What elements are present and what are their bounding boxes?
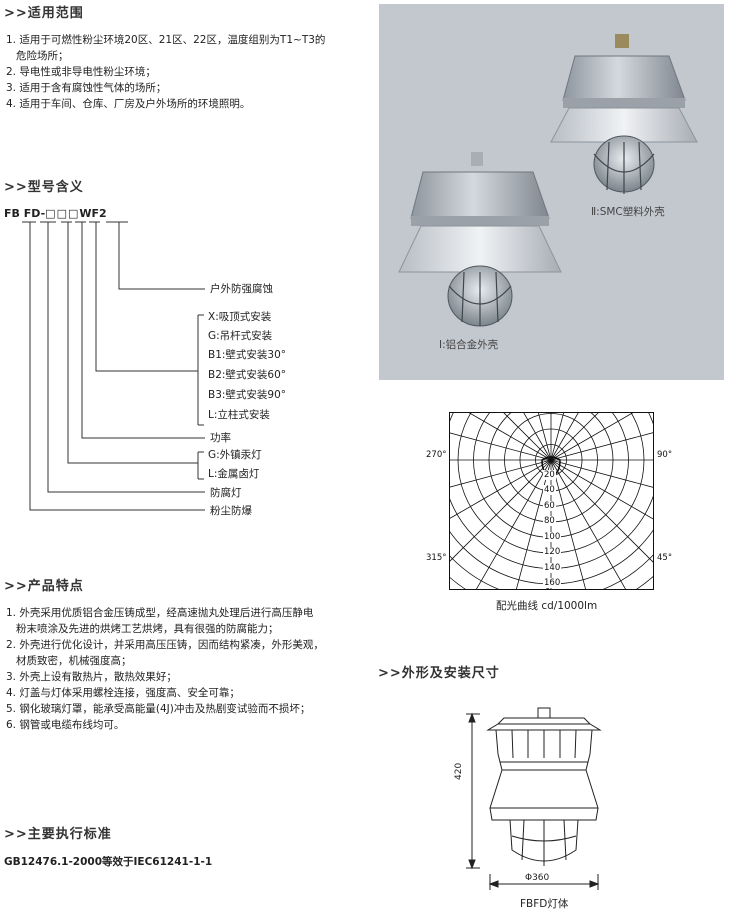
label-l: L:立柱式安装 [208, 409, 270, 421]
product-photo-panel [379, 4, 724, 380]
polar-spoke [550, 431, 654, 461]
list-item: 2. 导电性或非导电性粉尘环境； [6, 66, 156, 78]
list-item: 危险场所； [16, 50, 69, 62]
label-b3: B3:壁式安装90° [208, 389, 287, 401]
list-item: 1. 外壳采用优质铝合金压铸成型，经高速抛丸处理后进行高压静电 [6, 607, 314, 619]
polar-spoke [467, 412, 552, 461]
dimensions-caption: FBFD灯体 [520, 898, 569, 910]
polar-spoke [550, 459, 627, 590]
polar-spoke [449, 459, 552, 520]
label-anticorrosion: 防腐灯 [210, 487, 242, 499]
polar-ring-label: 100 [543, 531, 562, 542]
label-g: G:吊杆式安装 [208, 330, 273, 342]
polar-ring-label: 80 [543, 516, 556, 526]
polar-spoke [515, 459, 552, 590]
code-fd: FD- [23, 207, 46, 220]
dimension-drawing [466, 707, 602, 890]
caption-smc: Ⅱ:SMC塑料外壳 [591, 206, 665, 218]
standard-text: GB12476.1-2000等效于IEC61241-1-1 [4, 856, 213, 868]
polar-spoke [449, 459, 552, 488]
label-g-lamp: G:外镇汞灯 [208, 449, 262, 461]
lamp-aluminium [398, 152, 562, 327]
polar-ring-label: 40 [543, 485, 556, 495]
label-b1: B1:壁式安装30° [208, 349, 287, 361]
polar-caption: 配光曲线 cd/1000lm [496, 600, 598, 612]
list-item: 粉末喷涂及先进的烘烤工艺烘烤，具有很强的防腐能力； [16, 623, 279, 635]
model-code: FB FD-□□□WF2 [4, 207, 107, 220]
polar-angle-90: 90° [657, 450, 673, 460]
label-dust: 粉尘防爆 [210, 505, 252, 517]
polar-ring-label: 60 [543, 500, 556, 511]
label-l-lamp: L:金属卤灯 [208, 468, 260, 480]
polar-ring-label: 140 [543, 562, 562, 573]
polar-spoke [550, 412, 635, 461]
code-boxes: □□□ [45, 207, 80, 220]
polar-angle-270: 270° [426, 450, 447, 460]
polar-ring-label: 120 [543, 547, 562, 557]
scope-title: >>适用范围 [4, 6, 84, 21]
polar-spoke [550, 459, 654, 489]
polar-angle-315: 315° [426, 553, 447, 563]
dimensions-title: >>外形及安装尺寸 [378, 666, 500, 681]
list-item: 4. 适用于车间、仓库、厂房及户外场所的环境照明。 [6, 98, 251, 110]
model-bracket-lines [22, 221, 205, 511]
list-item: 3. 适用于含有腐蚀性气体的场所； [6, 82, 167, 94]
scope-list: 1. 适用于可燃性粉尘环境20区、21区、22区，温度组别为T1~T3的 危险场… [6, 32, 325, 112]
product-photo [398, 34, 698, 327]
polar-ring-label: 20 [543, 469, 556, 480]
list-item: 1. 适用于可燃性粉尘环境20区、21区、22区，温度组别为T1~T3的 [6, 34, 326, 46]
caption-aluminium: Ⅰ:铝合金外壳 [439, 339, 499, 351]
code-fb: FB [4, 207, 20, 220]
list-item: 6. 钢管或电缆布线均可。 [6, 719, 125, 731]
list-item: 4. 灯盖与灯体采用螺栓连接，强度高、安全可靠； [6, 687, 240, 699]
lamp-smc [550, 34, 698, 194]
list-item: 3. 外壳上设有散热片，散热效果好； [6, 671, 177, 683]
standard-title: >>主要执行标准 [4, 827, 112, 842]
polar-spoke [550, 459, 654, 520]
polar-spoke [550, 459, 654, 564]
list-item: 2. 外壳进行优化设计，并采用高压压铸，因而结构紧凑，外形美观， [6, 639, 324, 651]
list-item: 5. 钢化玻璃灯罩，能承受高能量(4J)冲击及热剧变试验而不损坏； [6, 703, 311, 715]
label-outdoor: 户外防强腐蚀 [210, 283, 273, 295]
polar-spoke [449, 459, 552, 563]
list-item: 材质致密，机械强度高； [16, 655, 132, 667]
features-list: 1. 外壳采用优质铝合金压铸成型，经高速抛丸处理后进行高压静电 粉末喷涂及先进的… [6, 605, 324, 733]
label-x: X:吸顶式安装 [208, 311, 272, 323]
polar-ring-label: 160 [543, 578, 562, 588]
polar-spoke [502, 412, 552, 461]
code-wf: WF2 [79, 207, 107, 220]
label-power: 功率 [210, 432, 231, 444]
polar-spoke [550, 459, 587, 590]
model-title: >>型号含义 [4, 180, 84, 195]
polar-spoke [475, 459, 552, 590]
polar-angle-45: 45° [657, 553, 673, 563]
polar-spoke [449, 432, 552, 461]
polar-spoke [550, 412, 600, 461]
dimension-height: 420 [454, 762, 464, 780]
label-b2: B2:壁式安装60° [208, 369, 287, 381]
features-title: >>产品特点 [4, 579, 84, 594]
dimension-width: Φ360 [525, 873, 550, 883]
